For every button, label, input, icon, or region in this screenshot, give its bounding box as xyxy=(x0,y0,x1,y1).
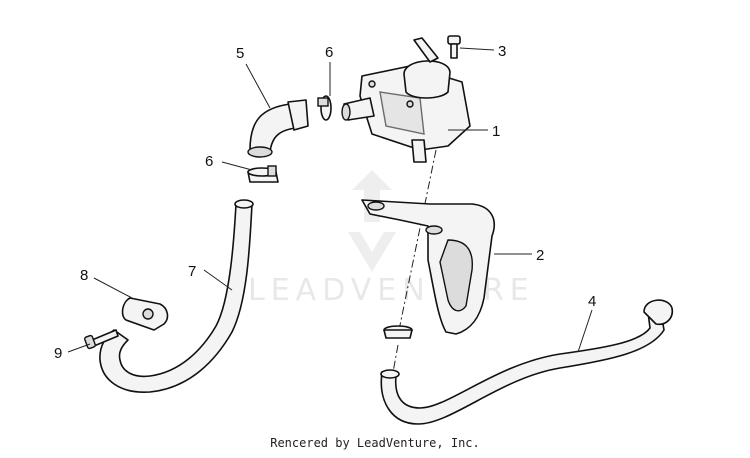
leader-4 xyxy=(577,309,593,353)
hose-7 xyxy=(99,199,254,393)
render-credit: Rencered by LeadVenture, Inc. xyxy=(270,436,480,450)
callout-3: 3 xyxy=(498,43,506,60)
leader-8 xyxy=(93,277,133,299)
leader-7 xyxy=(203,269,233,291)
callout-9: 9 xyxy=(54,345,62,362)
callout-5: 5 xyxy=(236,45,244,62)
watermark-logo xyxy=(352,170,392,222)
bracket-2 xyxy=(361,199,496,335)
leader-6b xyxy=(221,161,253,171)
leader-3 xyxy=(459,47,495,51)
callout-4: 4 xyxy=(588,293,596,310)
callout-1: 1 xyxy=(492,123,500,140)
clamp-6-lower xyxy=(247,165,279,183)
leader-5 xyxy=(245,63,271,109)
callout-2: 2 xyxy=(536,247,544,264)
clamp-6-upper xyxy=(317,95,332,121)
callout-7: 7 xyxy=(188,263,196,280)
callout-8: 8 xyxy=(80,267,88,284)
callout-6-lower: 6 xyxy=(205,153,213,170)
callout-6-upper: 6 xyxy=(325,44,333,61)
watermark-chevron xyxy=(348,232,396,272)
leader-9 xyxy=(67,343,91,353)
elbow-hose-5 xyxy=(247,99,309,158)
gasket-8 xyxy=(121,297,169,331)
watermark-text: LEADVENTURE xyxy=(248,273,535,308)
screw-3 xyxy=(447,35,461,59)
valve-1 xyxy=(341,37,471,163)
hose-4 xyxy=(380,299,674,425)
clamp-hose-4 xyxy=(383,325,413,339)
